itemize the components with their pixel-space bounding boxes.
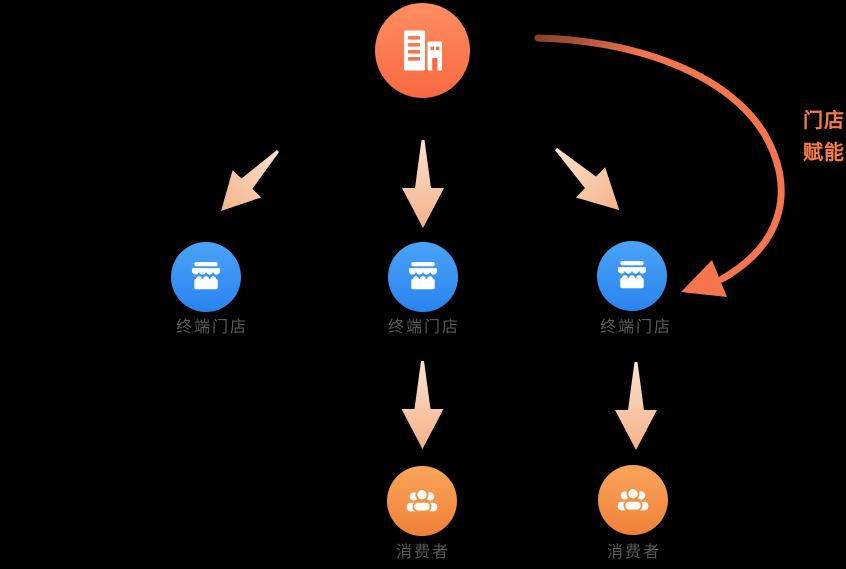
storefront-icon — [191, 262, 221, 290]
people-icon — [617, 487, 649, 512]
empowerment-annotation: 门店 赋能 — [803, 105, 846, 169]
empowerment-annotation-line2: 赋能 — [803, 142, 845, 164]
empowerment-annotation-line1: 门店 — [803, 110, 845, 132]
store-label-right: 终端门店 — [599, 319, 672, 336]
store-label-mid: 终端门店 — [387, 319, 460, 336]
arrow-company-to-right-store — [541, 133, 634, 226]
arrow-company-to-mid-store — [402, 140, 444, 228]
consumer-node-mid — [387, 466, 457, 536]
building-icon — [403, 30, 442, 70]
arrow-company-to-left-store — [206, 137, 293, 225]
arrow-right-store-to-consumer — [615, 362, 657, 450]
storefront-icon — [408, 262, 438, 290]
people-icon — [406, 488, 438, 513]
storefront-icon — [617, 261, 647, 289]
store-node-left — [171, 242, 241, 312]
curved-empowerment-arrow — [534, 34, 785, 297]
store-node-right — [597, 241, 667, 311]
consumer-label-mid: 消费者 — [395, 544, 450, 561]
consumer-label-right: 消费者 — [606, 544, 661, 561]
consumer-node-right — [598, 465, 668, 535]
store-node-mid — [388, 242, 458, 312]
company-node — [375, 3, 470, 98]
store-label-left: 终端门店 — [175, 319, 248, 336]
arrow-mid-store-to-consumer — [401, 361, 444, 449]
curved-arrowhead — [681, 260, 727, 297]
